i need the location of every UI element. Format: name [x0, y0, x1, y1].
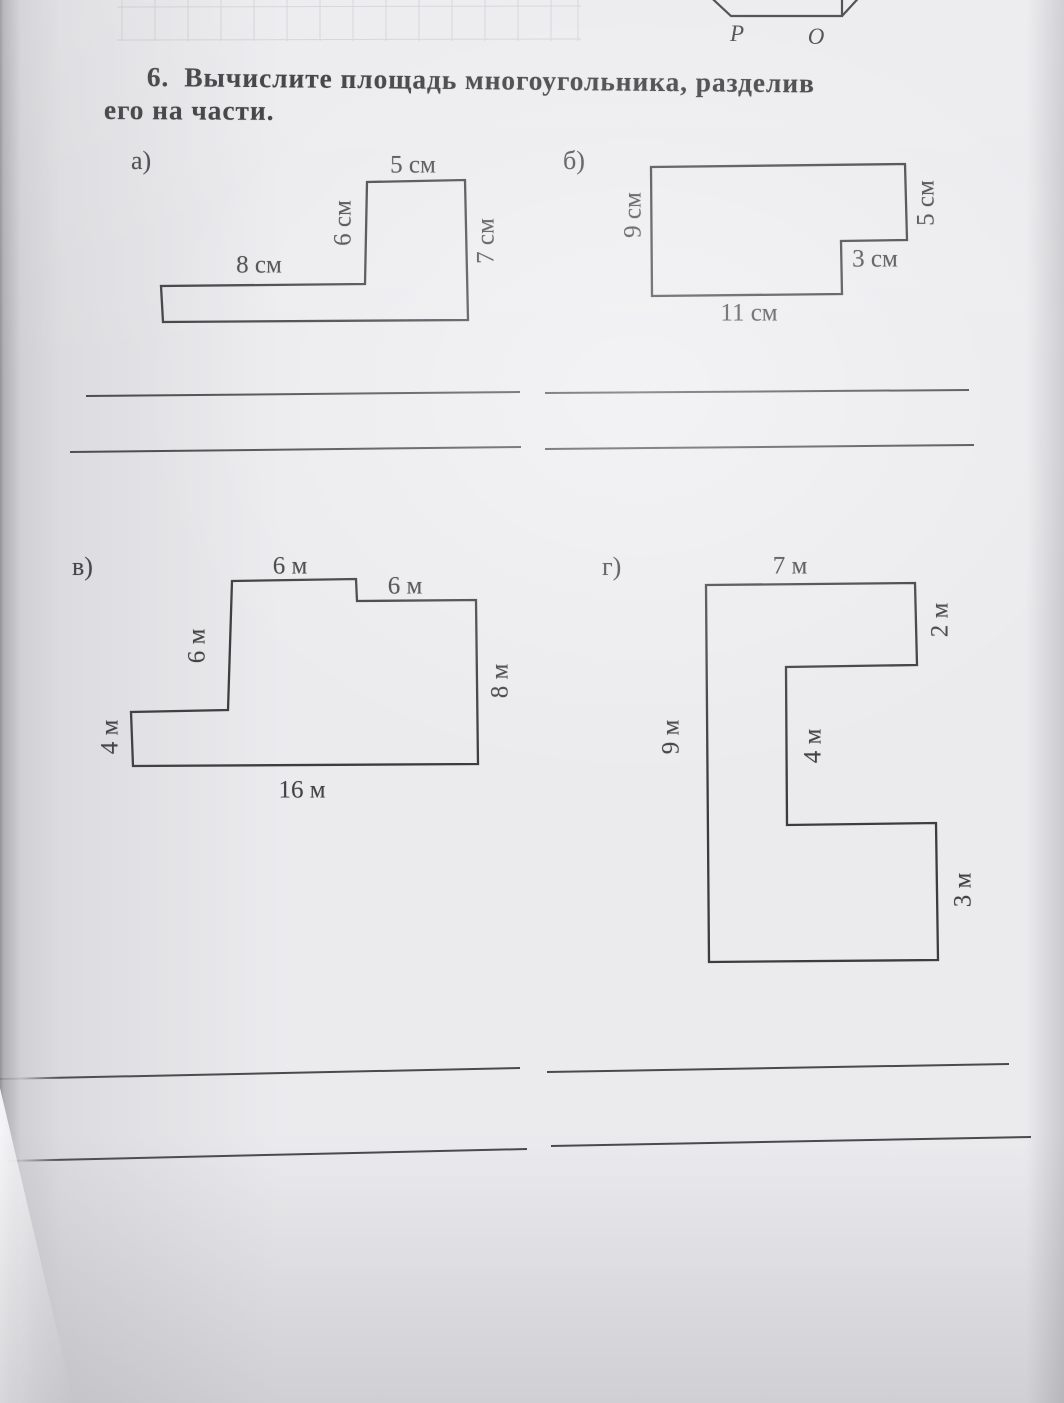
answer-line: [544, 389, 970, 394]
figure-a-label: а): [131, 146, 152, 175]
dim-a-arm: 8 см: [236, 251, 282, 279]
grid-paper: [116, 0, 582, 41]
dim-g-right-top: 2 м: [926, 602, 954, 638]
dim-v-right: 8 м: [486, 663, 514, 699]
answer-line: [85, 391, 521, 397]
dim-a-top: 5 см: [390, 151, 436, 179]
dim-v-bottom: 16 м: [278, 776, 326, 804]
figure-g-shape: [704, 581, 940, 964]
dim-b-right: 5 см: [912, 180, 940, 226]
dim-g-inner: 4 м: [799, 728, 827, 764]
dim-v-inner: 6 м: [183, 628, 211, 664]
dim-b-bottom: 11 см: [720, 299, 778, 327]
dim-a-right: 7 см: [472, 218, 500, 264]
dim-g-right-bottom: 3 м: [949, 872, 977, 908]
prev-figure-shape: [712, 0, 859, 18]
figure-v-shape: [129, 577, 480, 768]
dim-b-left: 9 см: [619, 192, 647, 238]
figure-a-shape: [159, 178, 470, 324]
dim-v-top2: 6 м: [387, 572, 423, 600]
answer-line: [69, 446, 522, 453]
problem-text-line1: Вычислите площадь многоугольника, раздел…: [184, 61, 815, 99]
figure-b-label: б): [563, 146, 585, 175]
answer-line: [550, 1136, 1032, 1147]
figure-g-label: г): [602, 552, 622, 581]
dim-v-left: 4 м: [96, 719, 124, 755]
dim-g-left: 9 м: [657, 719, 685, 755]
answer-line: [0, 1067, 521, 1080]
problem-title-line2: его на части.: [103, 94, 275, 126]
dim-b-step: 3 см: [852, 245, 898, 273]
dim-g-top: 7 м: [772, 552, 808, 580]
answer-line: [546, 1063, 1010, 1073]
dim-v-top1: 6 м: [272, 552, 308, 580]
figure-v-label: в): [72, 552, 93, 581]
problem-title-line1: 6. Вычислите площадь многоугольника, разд…: [147, 61, 815, 99]
answer-line: [7, 1148, 528, 1162]
prev-vertex-label-p: P: [729, 21, 745, 46]
dim-a-inner: 6 см: [329, 200, 357, 246]
problem-number: 6.: [146, 61, 170, 93]
figure-b-shape: [649, 162, 909, 298]
prev-vertex-label-o: O: [807, 24, 825, 49]
answer-line: [544, 444, 975, 450]
